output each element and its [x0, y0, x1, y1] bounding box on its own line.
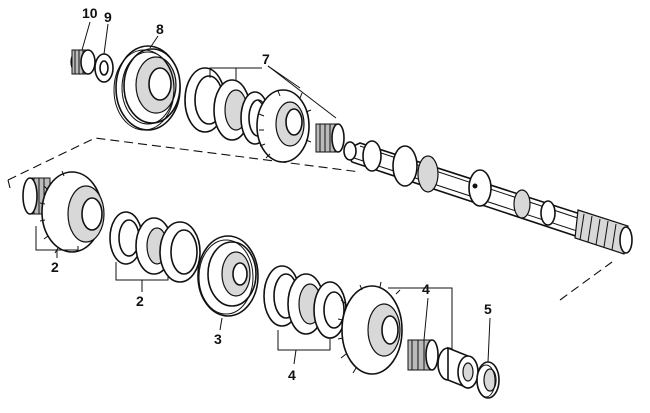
- helical-gear-large: [337, 281, 403, 375]
- needle-bearing-top: [70, 49, 96, 75]
- callout-9: 9: [104, 9, 112, 25]
- callouts: 10 9 8 7 2 2 3 4 4 5: [51, 5, 492, 383]
- third-gear-top: [256, 89, 312, 163]
- callout-3: 3: [214, 331, 222, 347]
- thrust-washer: [94, 53, 114, 83]
- main-shaft: [343, 140, 633, 255]
- phantom-outline-right: [7, 179, 11, 189]
- callout-2-center: 2: [136, 293, 144, 309]
- callout-10: 10: [82, 5, 98, 21]
- bushing-collar: [437, 346, 479, 390]
- callout-4-right: 4: [422, 281, 430, 297]
- bearing-race-5: [476, 361, 500, 399]
- fifth-gear-assembly: [113, 45, 181, 131]
- callout-2-left: 2: [51, 259, 59, 275]
- synchro-pack-top: [184, 67, 270, 145]
- second-gear: [39, 170, 105, 254]
- synchro-rings-2: [109, 211, 201, 283]
- synchro-hub-3: [197, 235, 259, 317]
- synchro-pack-4: [263, 265, 347, 339]
- leader-lines: [35, 21, 491, 365]
- callout-8: 8: [156, 21, 164, 37]
- needle-bearing-mid: [315, 123, 345, 153]
- callout-4-left: 4: [288, 367, 296, 383]
- needle-bearing-4: [407, 339, 439, 371]
- phantom-outline: [7, 137, 361, 181]
- callout-7: 7: [262, 51, 270, 67]
- callout-5: 5: [484, 301, 492, 317]
- phantom-outline-bottom: [559, 261, 613, 301]
